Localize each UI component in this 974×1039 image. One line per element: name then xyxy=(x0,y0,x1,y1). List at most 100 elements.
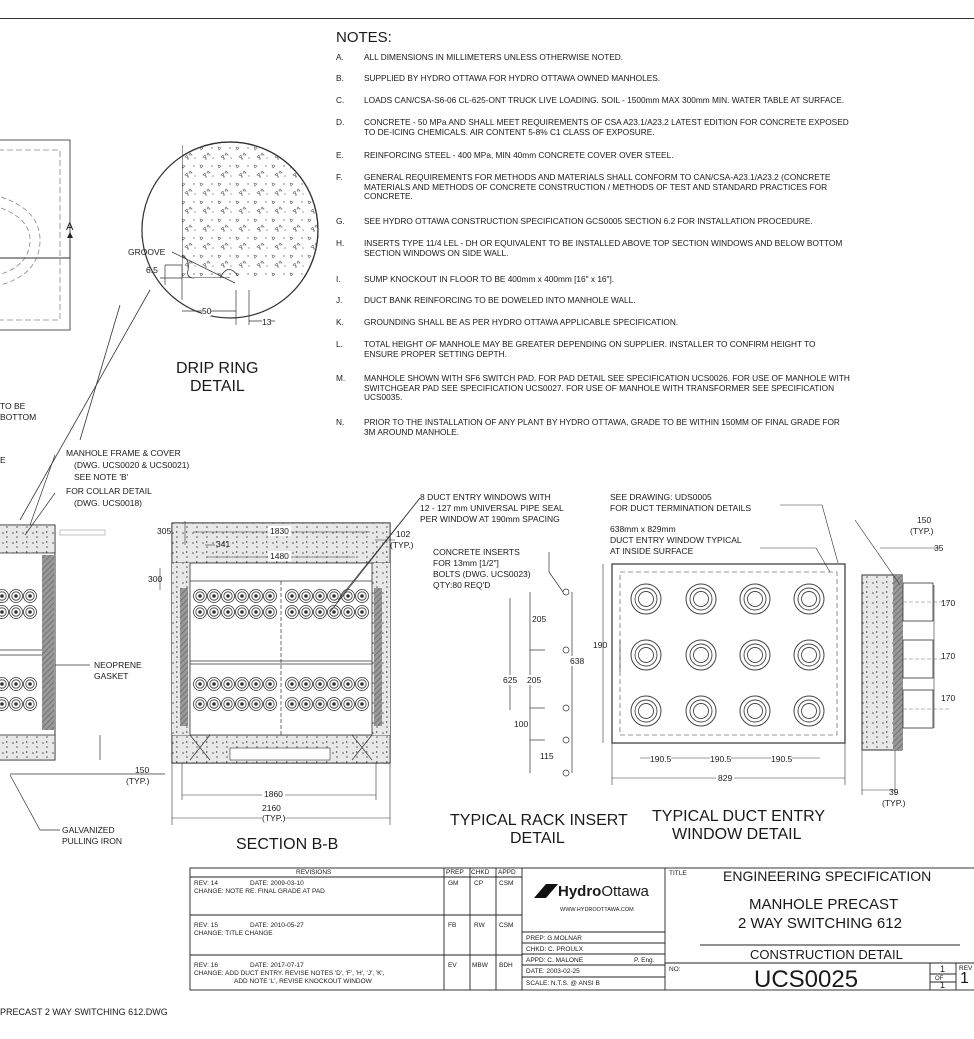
note-letter: B. xyxy=(336,73,344,83)
concrete-insert-bolt xyxy=(562,736,570,744)
rev14-change: CHANGE: NOTE RE. FINAL GRADE AT PAD xyxy=(194,888,325,895)
rack-insert-subtitle: DETAIL xyxy=(510,830,565,847)
duct-windows-label-1: 8 DUCT ENTRY WINDOWS WITH xyxy=(420,492,551,502)
note-text-line: SEE HYDRO OTTAWA CONSTRUCTION SPECIFICAT… xyxy=(364,216,813,226)
note-text-line: 3M AROUND MANHOLE. xyxy=(364,426,459,437)
dim-190-5-c: 190.5 xyxy=(771,754,793,764)
rev14-appd: CSM xyxy=(499,880,514,887)
spec-heading: ENGINEERING SPECIFICATION xyxy=(723,868,932,884)
section-bb xyxy=(159,497,421,825)
note-text: TOTAL HEIGHT OF MANHOLE MAY BE GREATER D… xyxy=(364,339,816,359)
pipe-seal xyxy=(207,677,221,691)
dim-1860: 1860 xyxy=(262,789,285,799)
inserts-label-4: QTY:80 REQ'D xyxy=(433,580,491,590)
pipe-seal xyxy=(249,677,263,691)
dim-102-typ: (TYP.) xyxy=(390,540,414,550)
note-text-line: MANHOLE SHOWN WITH SF6 SWITCH PAD. FOR P… xyxy=(364,373,850,383)
dim-2160-typ: (TYP.) xyxy=(262,813,286,823)
rev15-date: DATE: 2010-05-27 xyxy=(250,922,304,929)
gasket-label: GASKET xyxy=(94,671,129,681)
rev-value: 1 xyxy=(960,970,969,987)
note-text: SEE HYDRO OTTAWA CONSTRUCTION SPECIFICAT… xyxy=(364,216,813,227)
note-text-line: TO DE-ICING CHEMICALS. AIR CONTENT 5-8% … xyxy=(364,126,655,137)
see-note-b: SEE NOTE 'B' xyxy=(74,472,129,482)
pipe-seal xyxy=(9,605,23,619)
rack-insert-title: TYPICAL RACK INSERT xyxy=(450,812,628,829)
appd-name: APPD: C. MALONE xyxy=(526,957,584,964)
prep-header: PREP xyxy=(446,869,464,876)
note-letter: A. xyxy=(336,52,344,62)
number-label: NO: xyxy=(669,966,681,973)
pipe-seal xyxy=(0,589,9,603)
pipe-seal xyxy=(285,677,299,691)
spec-name-1: MANHOLE PRECAST xyxy=(749,896,899,913)
note-text-line: MATERIALS AND METHODS OF CONCRETE CONSTR… xyxy=(364,181,828,192)
website: WWW.HYDROOTTAWA.COM xyxy=(560,907,634,913)
logo-hydro: HydroOttawa xyxy=(558,883,649,900)
concrete-insert-bolt xyxy=(562,588,570,596)
pipe-seal xyxy=(23,677,37,691)
pipe-seal xyxy=(193,697,207,711)
rev14-prep: GM xyxy=(448,880,459,887)
rev15-prep: FB xyxy=(448,922,457,929)
note-letter: M. xyxy=(336,373,346,383)
dim-100: 100 xyxy=(514,719,529,729)
note-text-line: PRIOR TO THE INSTALLATION OF ANY PLANT B… xyxy=(364,417,840,427)
note-letter: E. xyxy=(336,150,344,160)
note-text-line: LOADS CAN/CSA-S6-06 CL-625-ONT TRUCK LIV… xyxy=(364,95,845,105)
note-text-line: ENSURE PROPER SETTING DEPTH. xyxy=(364,348,507,359)
pipe-seal xyxy=(299,677,313,691)
note-text: MANHOLE SHOWN WITH SF6 SWITCH PAD. FOR P… xyxy=(364,373,850,403)
duct-seal xyxy=(739,583,771,615)
dim-1480: 1480 xyxy=(268,551,291,561)
pipe-seal xyxy=(193,605,207,619)
dim-170-a: 170 xyxy=(941,598,956,608)
inserts-label-2: FOR 13mm [1/2"] xyxy=(433,558,499,568)
rev16-change: CHANGE: ADD DUCT ENTRY. REVISE NOTES 'D'… xyxy=(194,970,385,977)
duct-seal xyxy=(793,639,825,671)
to-be-label: TO BE xyxy=(0,401,26,411)
pipe-seal xyxy=(341,589,355,603)
spec-name-2: 2 WAY SWITCHING 612 xyxy=(738,915,902,932)
pipe-seal xyxy=(355,605,369,619)
drawing-number: UCS0025 xyxy=(754,966,859,993)
duct-entry-title: TYPICAL DUCT ENTRY xyxy=(652,808,826,825)
pipe-seal xyxy=(9,589,23,603)
duct-termination-label: FOR DUCT TERMINATION DETAILS xyxy=(610,503,752,513)
pipe-seal xyxy=(235,697,249,711)
duct-seal xyxy=(793,695,825,727)
note-text-line: CONCRETE - 50 MPa AND SHALL MEET REQUIRE… xyxy=(364,117,849,127)
note-letter: C. xyxy=(336,95,345,105)
rev14-chkd: CP xyxy=(474,880,484,887)
revisions-header: REVISIONS xyxy=(296,869,332,876)
pipe-seal xyxy=(355,697,369,711)
left-section xyxy=(0,454,165,831)
side-wall-detail xyxy=(854,519,950,795)
duct-windows-label-3: PER WINDOW AT 190mm SPACING xyxy=(420,514,560,524)
note-text-line: UCS0035. xyxy=(364,392,403,402)
duct-seal xyxy=(630,639,662,671)
note-text-line: SUMP KNOCKOUT IN FLOOR TO BE 400mm x 400… xyxy=(364,274,615,284)
dim-190-5-b: 190.5 xyxy=(710,754,732,764)
pipe-seal xyxy=(249,697,263,711)
title-block-frame xyxy=(189,867,974,991)
drawing-scale: SCALE: N.T.S. @ ANSI B xyxy=(526,980,600,987)
concrete-insert-bolt xyxy=(562,646,570,654)
note-letter: J. xyxy=(336,295,343,305)
sheet-count: 1 xyxy=(940,980,946,990)
dim-150-side: 150 xyxy=(917,515,932,525)
pipe-seal xyxy=(221,677,235,691)
dim-170-c: 170 xyxy=(941,693,956,703)
dim-205-b: 205 xyxy=(527,675,542,685)
pipe-seal xyxy=(313,677,327,691)
pipe-seal xyxy=(263,677,277,691)
inside-surface-label: AT INSIDE SURFACE xyxy=(610,546,694,556)
rev-label: REV xyxy=(959,965,973,972)
duct-seal xyxy=(685,695,717,727)
duct-seal xyxy=(793,583,825,615)
appd-header: APPD xyxy=(498,869,516,876)
bottom-label: BOTTOM xyxy=(0,412,37,422)
duct-seal xyxy=(630,583,662,615)
dim-190: 190 xyxy=(593,640,608,650)
